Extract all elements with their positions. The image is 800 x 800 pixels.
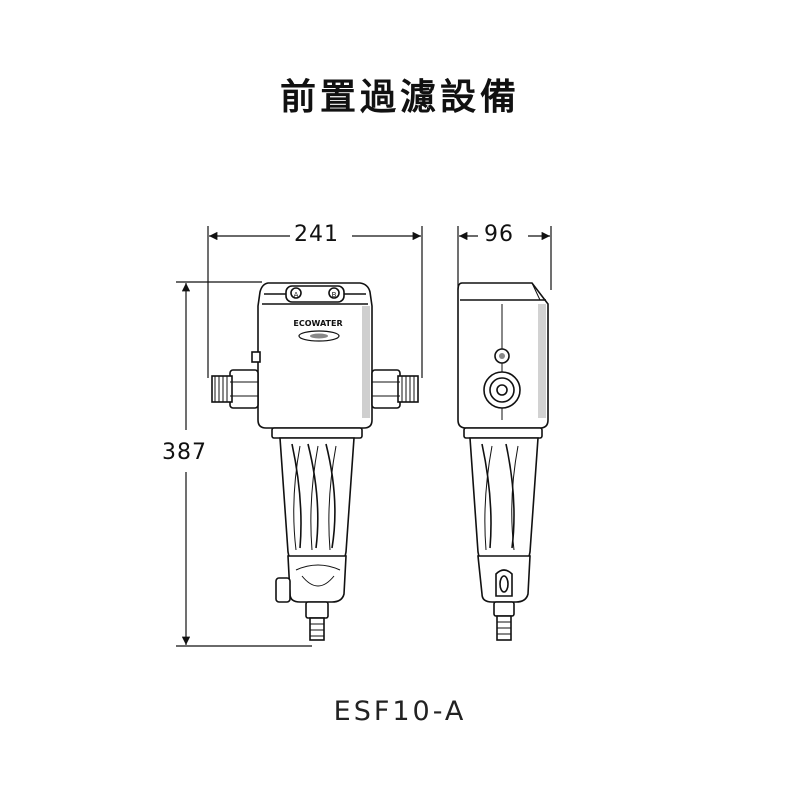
depth-dimension-line [457,226,552,290]
side-view [457,282,549,641]
model-number: ESF10-A [333,696,467,727]
port-b-label: B [332,291,337,299]
height-dimension-line [176,281,312,647]
height-dimension-label: 387 [162,440,207,465]
port-a-label: A [294,291,299,299]
side-filter-bowl [469,437,539,567]
left-inlet-port [229,369,259,409]
page-title: 前置過濾設備 [279,77,520,118]
width-dimension-line [207,226,423,378]
width-dimension-label: 241 [290,222,343,247]
right-outlet-port [371,369,401,409]
depth-dimension-label: 96 [480,222,518,247]
brand-logo-text: ECOWATER [293,319,342,328]
front-view: A B ECOWATER [211,282,419,641]
front-head [257,282,373,429]
